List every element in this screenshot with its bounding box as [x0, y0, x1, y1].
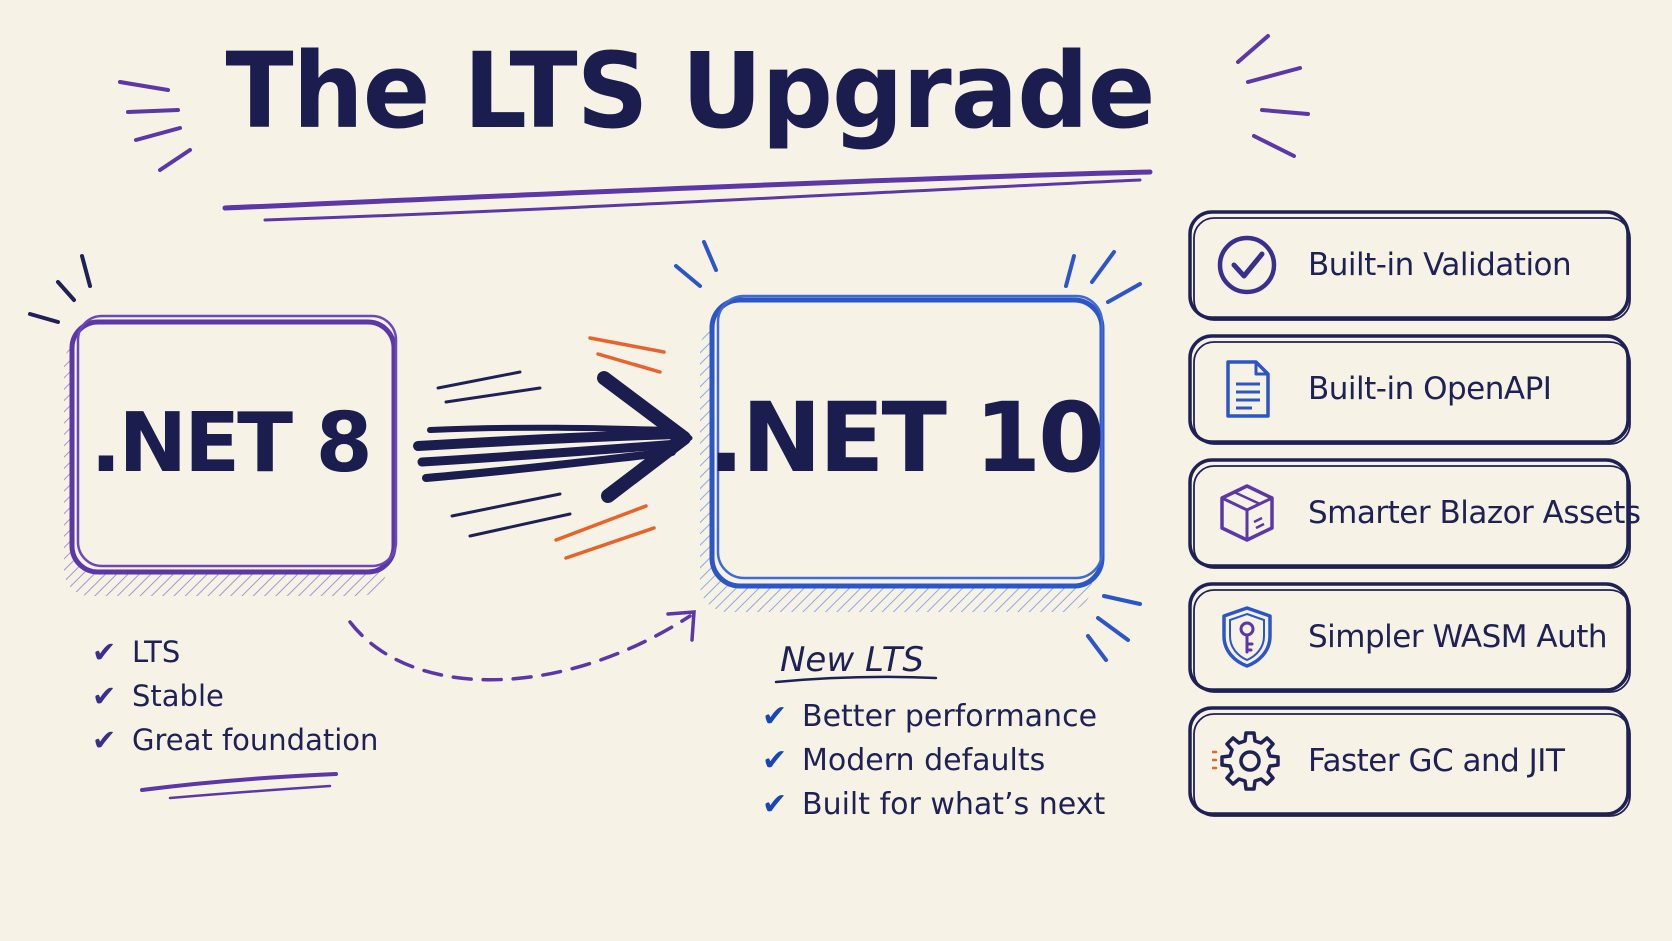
- list-item: ✔Great foundation: [92, 718, 378, 762]
- net10-box: [700, 294, 1105, 612]
- shield-key-icon: [1222, 606, 1272, 668]
- checkmark-icon: ✔: [92, 635, 117, 669]
- net10-burst-top-left: [674, 240, 718, 288]
- list-item: ✔LTS: [92, 630, 378, 674]
- list-item: ✔Stable: [92, 674, 378, 718]
- net10-burst-bottom-right: [1086, 594, 1142, 662]
- feature-box-outlines: [1188, 210, 1631, 817]
- gear-icon: [1212, 731, 1280, 791]
- list-item: ✔Better performance: [762, 695, 1105, 739]
- title-underline: [222, 169, 1153, 222]
- feature-label: Built-in OpenAPI: [1308, 371, 1552, 407]
- net8-benefits-list: ✔LTS ✔Stable ✔Great foundation: [92, 630, 378, 762]
- arrow-speed-lines: [436, 336, 666, 560]
- left-list-underline: [140, 772, 338, 800]
- feature-label: Built-in Validation: [1308, 247, 1572, 283]
- checkmark-icon: ✔: [762, 787, 788, 822]
- check-circle-icon: [1217, 235, 1277, 295]
- feature-card-validation: Built-in Validation: [1190, 212, 1628, 318]
- net8-box: [64, 314, 398, 596]
- new-lts-underline: [774, 675, 938, 684]
- page-title: The LTS Upgrade: [225, 30, 1156, 152]
- title-burst-left: [118, 80, 192, 172]
- feature-card-blazor-assets: Smarter Blazor Assets: [1190, 460, 1641, 566]
- net10-benefits-list: ✔Better performance ✔Modern defaults ✔Bu…: [762, 695, 1105, 827]
- feature-card-openapi: Built-in OpenAPI: [1190, 336, 1628, 442]
- net8-label: .NET 8: [90, 396, 372, 491]
- checkmark-icon: ✔: [92, 723, 117, 757]
- checkmark-icon: ✔: [762, 743, 788, 778]
- net10-label: .NET 10: [708, 382, 1105, 494]
- feature-label: Simpler WASM Auth: [1308, 619, 1608, 655]
- new-lts-caption: New LTS: [780, 640, 924, 680]
- net10-burst-top-right: [1064, 250, 1142, 304]
- title-burst-right: [1236, 34, 1310, 158]
- list-item: ✔Built for what’s next: [762, 783, 1105, 827]
- upgrade-arrow: [413, 371, 693, 503]
- feature-card-gc-jit: Faster GC and JIT: [1190, 708, 1628, 814]
- net8-burst: [28, 254, 92, 324]
- feature-label: Faster GC and JIT: [1308, 743, 1565, 779]
- list-item: ✔Modern defaults: [762, 739, 1105, 783]
- feature-card-wasm-auth: Simpler WASM Auth: [1190, 584, 1628, 690]
- feature-label: Smarter Blazor Assets: [1308, 495, 1641, 531]
- checkmark-icon: ✔: [92, 679, 117, 713]
- checkmark-icon: ✔: [762, 699, 788, 734]
- dashed-upgrade-path: [348, 610, 696, 682]
- document-icon: [1226, 360, 1270, 418]
- package-box-icon: [1220, 484, 1274, 542]
